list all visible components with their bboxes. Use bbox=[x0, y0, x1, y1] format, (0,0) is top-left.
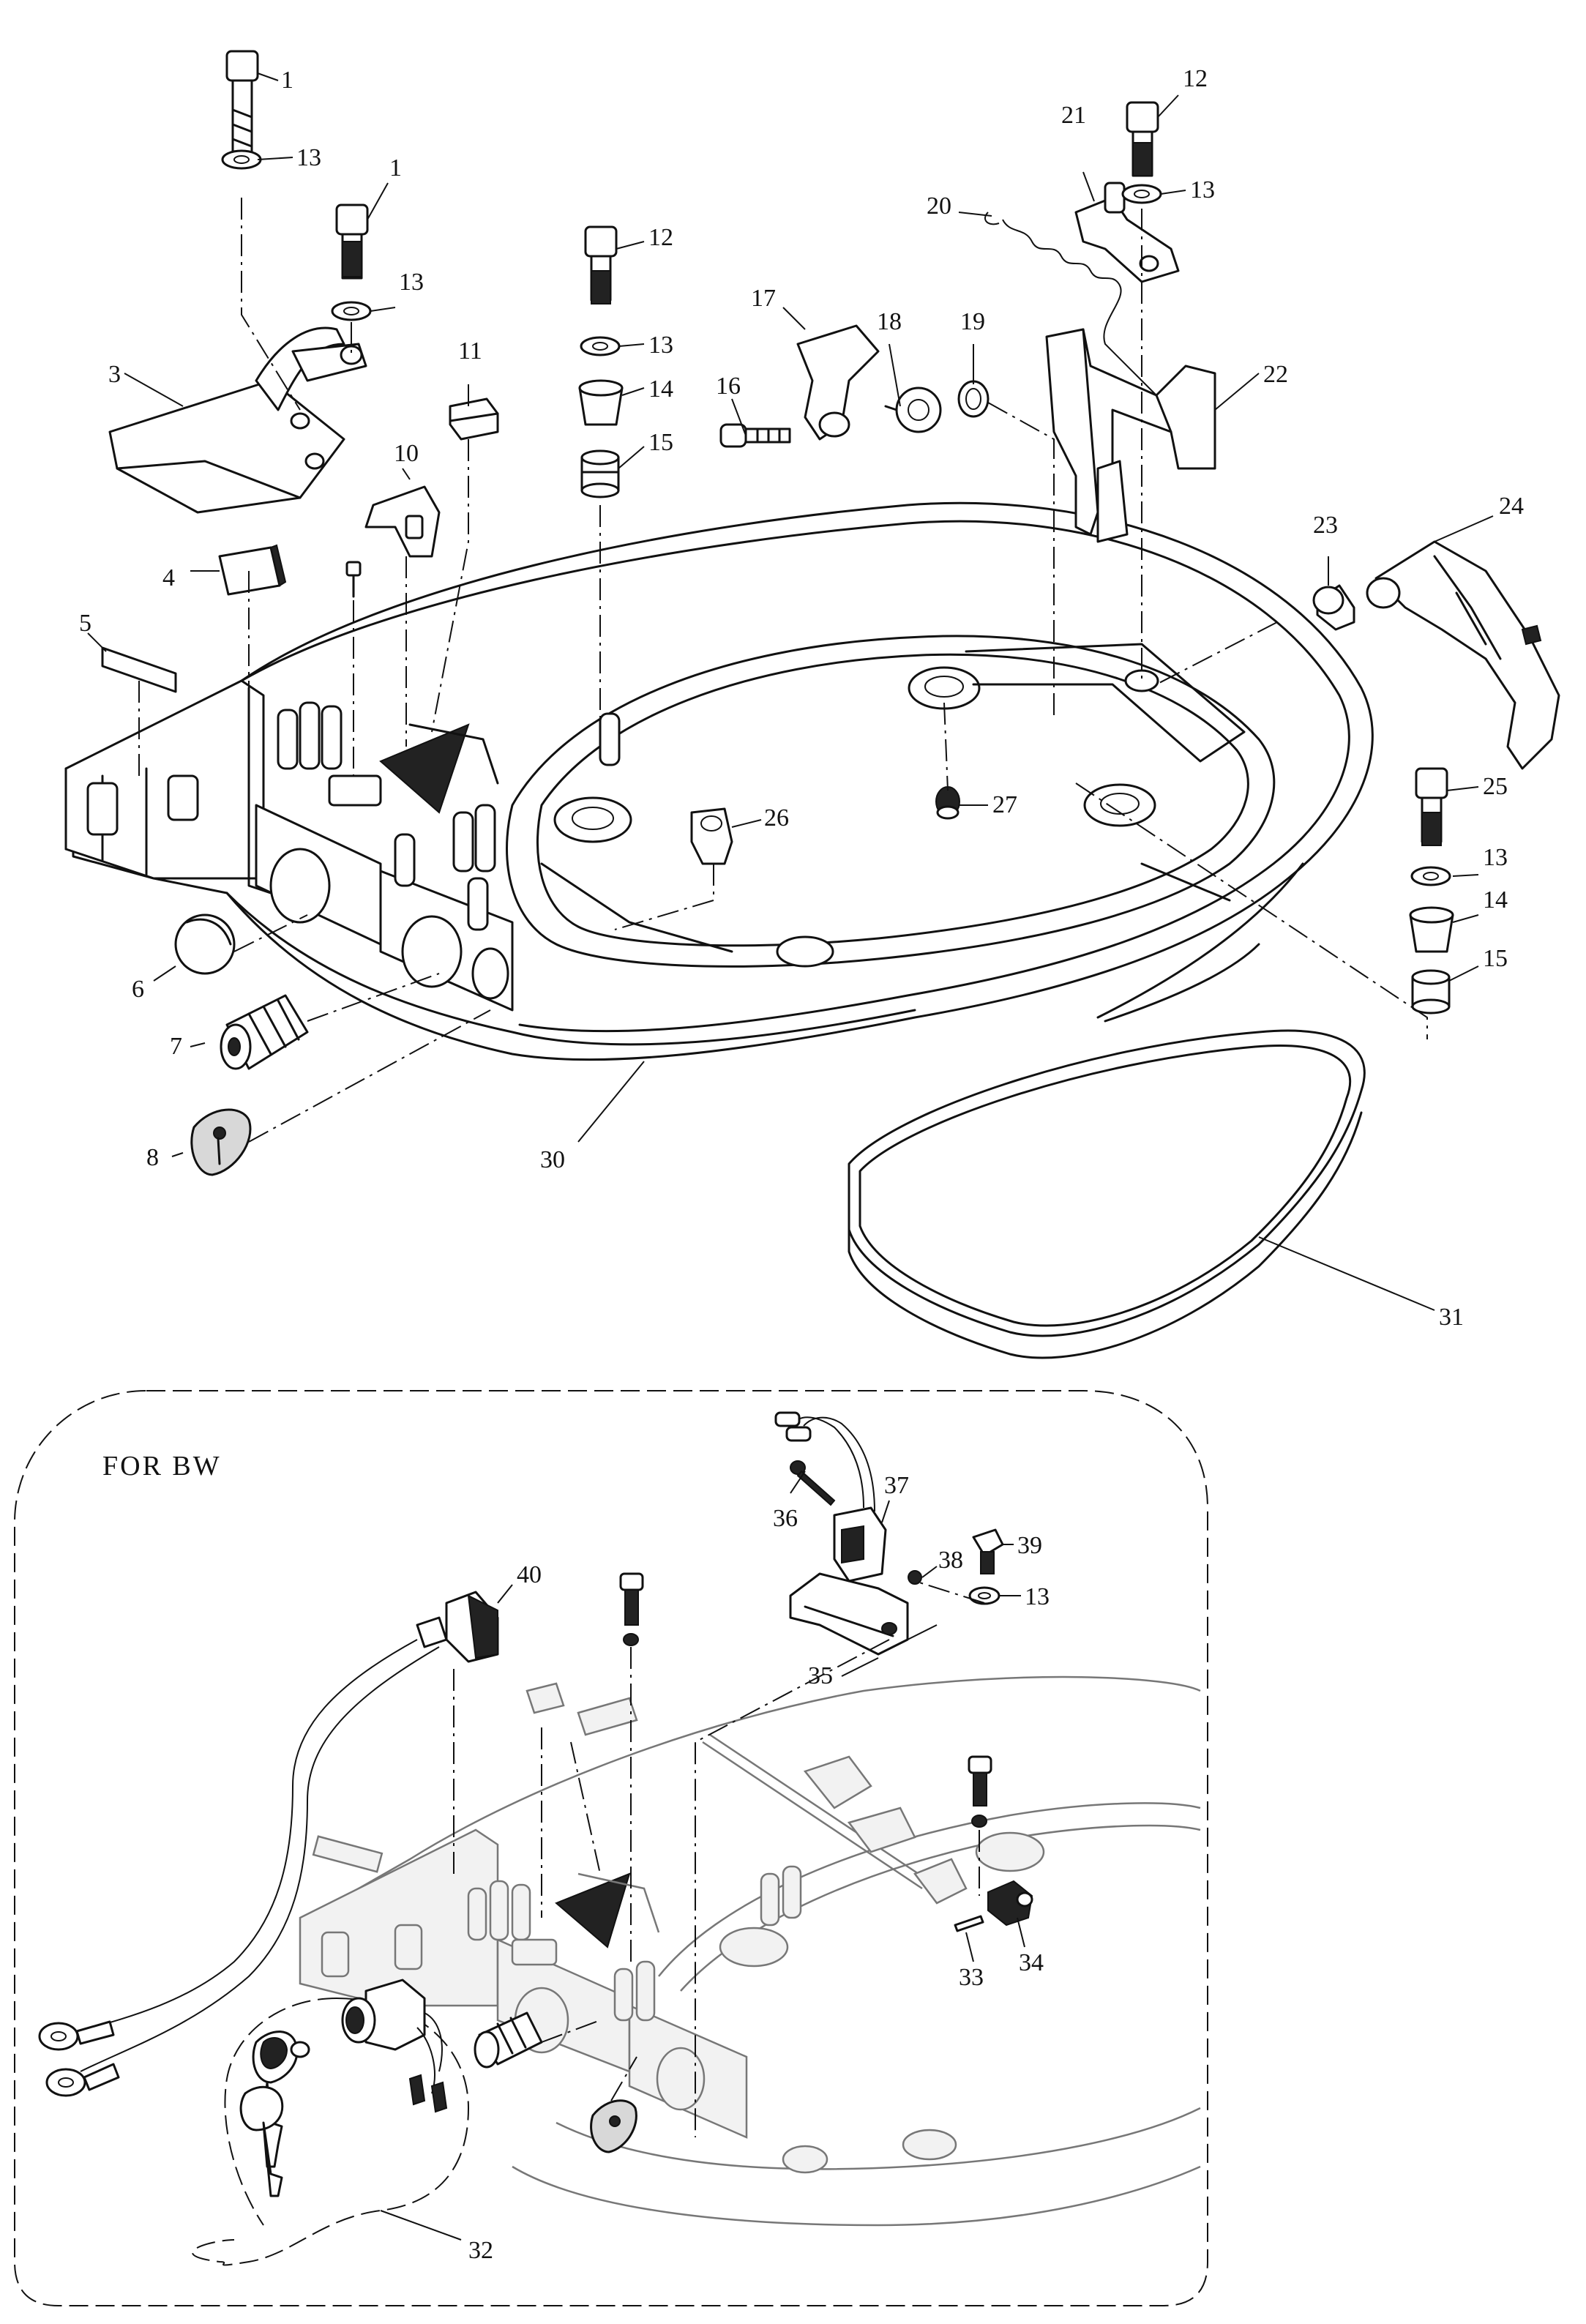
callout-25: 25 bbox=[1483, 773, 1508, 800]
bolt-12-right bbox=[1121, 101, 1162, 204]
bushing-23 bbox=[1312, 584, 1355, 631]
inset-title: FOR BW bbox=[102, 1451, 222, 1482]
key-switch bbox=[341, 1979, 448, 2113]
callout-7: 7 bbox=[170, 1033, 182, 1060]
screw-36 bbox=[790, 1460, 836, 1506]
callout-13-upper: 13 bbox=[296, 144, 321, 171]
callout-14-right: 14 bbox=[1483, 886, 1508, 913]
callout-20: 20 bbox=[927, 193, 951, 220]
switch-40 bbox=[416, 1591, 499, 1663]
callout-40: 40 bbox=[517, 1561, 542, 1588]
callout-17: 17 bbox=[751, 285, 776, 312]
clip-ring-19 bbox=[957, 380, 990, 418]
inset-grommet bbox=[474, 2011, 543, 2069]
cover-plate-3 bbox=[108, 379, 345, 514]
grommet-7 bbox=[220, 994, 309, 1070]
ring-terminal-1 bbox=[38, 2020, 115, 2051]
inset-cap bbox=[590, 2099, 637, 2153]
callout-35: 35 bbox=[808, 1662, 833, 1689]
callout-15-center: 15 bbox=[648, 429, 673, 456]
callout-22: 22 bbox=[1263, 361, 1288, 388]
callout-34: 34 bbox=[1019, 1949, 1044, 1976]
bolt-1-lower bbox=[331, 203, 372, 321]
callout-3: 3 bbox=[108, 361, 121, 388]
callout-26: 26 bbox=[764, 804, 789, 832]
bolt-25 bbox=[1409, 767, 1454, 1015]
callout-24: 24 bbox=[1499, 493, 1524, 520]
cap-8 bbox=[190, 1108, 252, 1176]
callout-19: 19 bbox=[960, 308, 985, 335]
clip-34 bbox=[987, 1880, 1033, 1927]
inset-border bbox=[14, 1390, 1208, 2306]
pin-33 bbox=[954, 1915, 984, 1932]
callout-37: 37 bbox=[884, 1472, 909, 1499]
grommet-26 bbox=[690, 807, 733, 865]
callout-12-center: 12 bbox=[648, 224, 673, 251]
callout-23: 23 bbox=[1313, 512, 1338, 539]
inset-for-bw bbox=[14, 1390, 1208, 2306]
pad-5 bbox=[101, 646, 177, 693]
bushing-18 bbox=[884, 386, 942, 433]
latch-hook-17 bbox=[796, 324, 880, 441]
lower-cowling-assembly bbox=[64, 50, 1560, 1359]
screw-27 bbox=[935, 786, 960, 820]
bolt-39 bbox=[972, 1528, 1004, 1574]
keys bbox=[239, 2030, 310, 2197]
callout-21: 21 bbox=[1061, 102, 1086, 129]
bolt-1-upper bbox=[221, 50, 262, 170]
callout-13-inset: 13 bbox=[1025, 1583, 1050, 1610]
callout-18: 18 bbox=[877, 308, 902, 335]
callout-10: 10 bbox=[394, 440, 419, 467]
callout-8: 8 bbox=[146, 1144, 159, 1171]
callout-1-upper: 1 bbox=[281, 67, 293, 94]
latch-bracket-22 bbox=[1045, 328, 1216, 536]
callout-labels: 1 13 1 13 3 11 10 4 5 12 13 14 15 16 17 … bbox=[79, 65, 1524, 2264]
callout-1-lower: 1 bbox=[389, 154, 402, 182]
clip-10 bbox=[364, 485, 441, 558]
callout-15-right: 15 bbox=[1483, 945, 1508, 972]
bracket-35 bbox=[789, 1572, 909, 1656]
bolt-12-center bbox=[578, 225, 624, 498]
spring-20 bbox=[984, 212, 1157, 396]
callout-13-lower: 13 bbox=[399, 269, 424, 296]
screw-16 bbox=[719, 423, 791, 448]
callout-4: 4 bbox=[162, 564, 175, 591]
callout-5: 5 bbox=[79, 610, 91, 637]
bolt-inset-center bbox=[619, 1572, 644, 1646]
bracket-21 bbox=[1074, 182, 1180, 283]
callout-36: 36 bbox=[773, 1505, 798, 1532]
bolt-inset-right bbox=[968, 1755, 992, 1828]
callout-12-right: 12 bbox=[1183, 65, 1208, 92]
grommet-11 bbox=[449, 397, 499, 441]
callout-27: 27 bbox=[992, 791, 1017, 818]
ring-terminal-2 bbox=[45, 2063, 120, 2097]
callout-38: 38 bbox=[938, 1547, 963, 1574]
callout-31: 31 bbox=[1439, 1304, 1464, 1331]
callout-13-lower-right: 13 bbox=[1483, 844, 1508, 871]
nut-38 bbox=[908, 1570, 922, 1585]
callout-14-center: 14 bbox=[648, 375, 673, 403]
callout-11: 11 bbox=[458, 337, 482, 365]
callout-39: 39 bbox=[1017, 1532, 1042, 1559]
callout-33: 33 bbox=[959, 1964, 984, 1991]
plug-6 bbox=[174, 913, 236, 975]
callout-30: 30 bbox=[540, 1146, 565, 1173]
callout-6: 6 bbox=[132, 976, 144, 1003]
callout-13-right: 13 bbox=[1190, 176, 1215, 203]
callout-16: 16 bbox=[716, 373, 741, 400]
handle-24 bbox=[1366, 540, 1560, 770]
callout-13-center: 13 bbox=[648, 332, 673, 359]
switch-37 bbox=[774, 1411, 887, 1583]
callout-32: 32 bbox=[468, 2237, 493, 2264]
washer-13-inset bbox=[968, 1586, 1000, 1605]
seal-ring-31 bbox=[848, 1029, 1366, 1359]
